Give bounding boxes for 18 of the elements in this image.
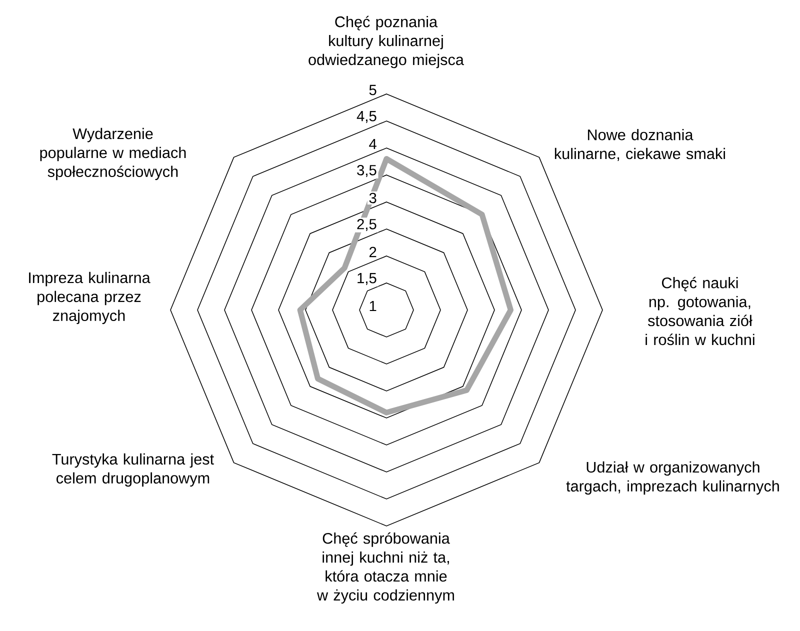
tick-label: 1,5 <box>355 272 378 286</box>
axis-label: Chęć poznania kultury kulinarnej odwiedzanego miejsca <box>308 16 464 68</box>
tick-label: 5 <box>367 84 378 96</box>
tick-label: 1 <box>367 300 378 312</box>
tick-label: 2,5 <box>355 218 378 232</box>
axis-label: Turystyka kulinarna jest celem drugoplanowym <box>52 453 214 487</box>
axis-label: Impreza kulinarna polecana przez znajomych <box>29 272 150 324</box>
tick-label: 3,5 <box>355 164 378 178</box>
axis-label: Wydarzenie popularne w mediach społecznościowych <box>40 128 186 180</box>
y-tick-label: 1 <box>370 300 376 312</box>
axis-label: Chęć nauki np. gotowania, stosowania ziół i roślin w kuchni <box>646 276 754 346</box>
axis-label: Chęć spróbowania innej kuchni niż ta, która otacza mnie w życiu codziennym <box>316 532 454 604</box>
axis-label: Nowe doznania kulinarne, ciekawe smaki <box>554 129 725 161</box>
axis-label: Udział w organizowanych targach, imprezach kulinarnych <box>566 461 779 495</box>
tick-label: 3 <box>367 191 378 205</box>
tick-label: 4,5 <box>355 110 378 124</box>
tick-label: 4 <box>367 138 378 150</box>
tick-label: 2 <box>367 246 378 258</box>
